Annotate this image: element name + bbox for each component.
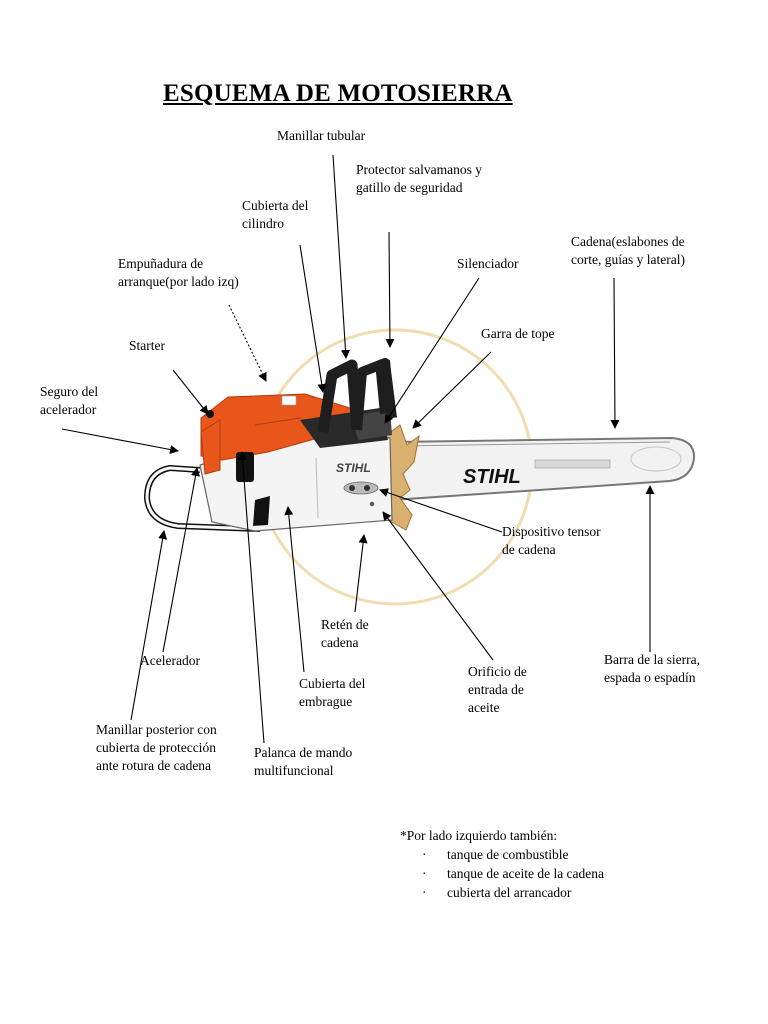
- list-item: · cubierta del arrancador: [422, 883, 604, 902]
- leader-silenciador: [384, 277, 480, 424]
- leader-starter: [172, 369, 209, 415]
- leader-dispositivo: [379, 488, 503, 533]
- leader-cubierta-embrague: [284, 506, 305, 673]
- leader-protector: [385, 231, 395, 348]
- leader-reten: [354, 534, 368, 613]
- label-acelerador: Acelerador: [140, 653, 200, 668]
- label-empunadura: Empuñadura de arranque(por lado izq): [118, 256, 239, 289]
- leader-empunadura: [228, 304, 267, 382]
- label-barra: Barra de la sierra, espada o espadín: [604, 652, 700, 685]
- bullet-icon: ·: [422, 847, 427, 862]
- top-handle: [317, 358, 397, 433]
- leader-lines: [61, 154, 655, 744]
- leader-seguro: [61, 428, 179, 454]
- label-palanca: Palanca de mando multifuncional: [254, 745, 353, 778]
- label-manillar-posterior: Manillar posterior con cubierta de prote…: [96, 722, 217, 773]
- label-reten: Retén de cadena: [321, 617, 369, 650]
- diagram-title: ESQUEMA DE MOTOSIERRA: [163, 80, 513, 107]
- body-brand-logo: STIHL: [336, 461, 371, 475]
- label-garra: Garra de tope: [481, 326, 555, 341]
- bullet-icon: ·: [422, 885, 427, 900]
- label-silenciador: Silenciador: [457, 256, 519, 271]
- leader-palanca: [238, 451, 265, 744]
- leader-manillar-posterior: [130, 530, 168, 721]
- leader-garra: [412, 351, 492, 429]
- label-cubierta-embrague: Cubierta del embrague: [299, 676, 366, 709]
- bar-brand-logo: STIHL: [463, 466, 521, 488]
- leader-acelerador: [162, 467, 200, 653]
- leader-orificio: [382, 511, 494, 661]
- label-orificio: Orificio de entrada de aceite: [468, 664, 527, 715]
- guide-bar: STIHL: [391, 436, 696, 502]
- label-dispositivo: Dispositivo tensor de cadena: [502, 524, 601, 557]
- list-item-text: tanque de combustible: [447, 847, 569, 862]
- side-note-list: · tanque de combustible · tanque de aceite…: [422, 845, 604, 902]
- label-cubierta-cilindro: Cubierta del cilindro: [242, 198, 309, 231]
- bullet-icon: ·: [422, 866, 427, 881]
- label-manillar-tubular: Manillar tubular: [277, 128, 366, 143]
- label-seguro: Seguro del acelerador: [40, 384, 99, 417]
- leader-manillar-tubular: [332, 154, 350, 359]
- starter-knob: [206, 410, 214, 418]
- side-note-heading: *Por lado izquierdo también:: [400, 828, 558, 843]
- label-starter: Starter: [129, 338, 165, 353]
- leader-cubierta-cilindro: [299, 244, 327, 393]
- list-item: · tanque de combustible: [422, 845, 604, 864]
- orange-housing: [200, 393, 356, 475]
- list-item: · tanque de aceite de la cadena: [422, 864, 604, 883]
- list-item-text: tanque de aceite de la cadena: [447, 866, 605, 881]
- list-item-text: cubierta del arrancador: [447, 885, 572, 900]
- rear-handle: [143, 464, 261, 532]
- leader-cadena: [610, 277, 620, 429]
- label-protector: Protector salvamanos y gatillo de seguri…: [356, 162, 482, 195]
- label-cadena: Cadena(eslabones de corte, guías y later…: [571, 234, 685, 267]
